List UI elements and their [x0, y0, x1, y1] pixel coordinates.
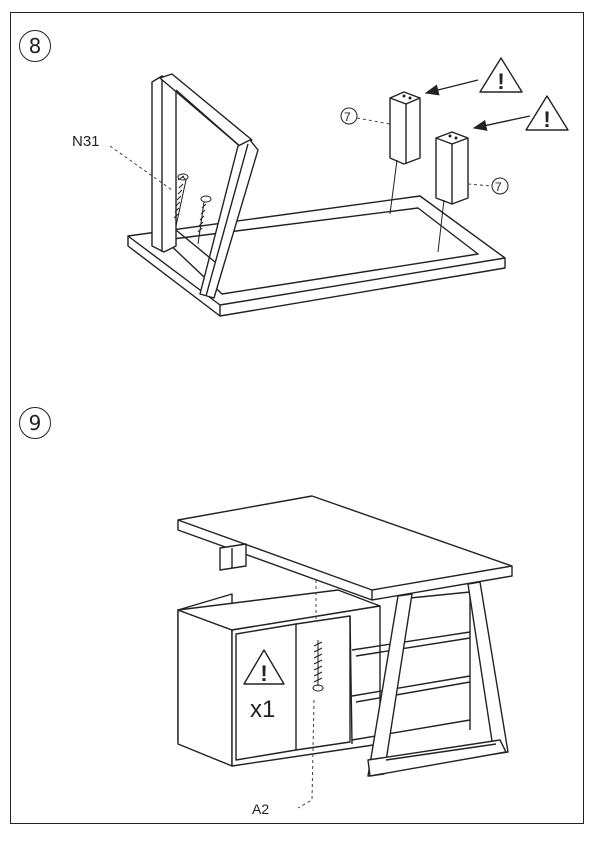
step-9-desk-drawing: A2 ! x1: [177, 495, 513, 817]
svg-text:!: !: [260, 661, 267, 686]
warning-icon: !: [525, 95, 569, 132]
svg-text:!: !: [497, 69, 504, 94]
step-8-number: 8: [28, 34, 42, 58]
step-9-badge: 9: [19, 407, 51, 439]
warning-icon: !: [243, 649, 285, 686]
screw-icon: [173, 173, 189, 227]
step-8-badge: 8: [19, 30, 51, 62]
part-label-a2: A2: [252, 801, 269, 817]
svg-text:!: !: [543, 107, 550, 132]
screw-icon: [197, 195, 212, 245]
part-label-7-right: 7: [495, 180, 502, 194]
warning-icon: !: [479, 57, 523, 94]
warning-quantity-label: x1: [250, 696, 275, 723]
leg-block-icon: [435, 131, 469, 253]
page-border: [10, 12, 584, 824]
leg-block-icon: [389, 91, 421, 215]
step-9-number: 9: [28, 411, 42, 435]
step-8-frame-drawing: N31 7 7 ! !: [72, 57, 569, 317]
part-label-n31: N31: [72, 133, 100, 150]
part-label-7-left: 7: [344, 110, 351, 124]
screw-icon: [312, 640, 324, 692]
